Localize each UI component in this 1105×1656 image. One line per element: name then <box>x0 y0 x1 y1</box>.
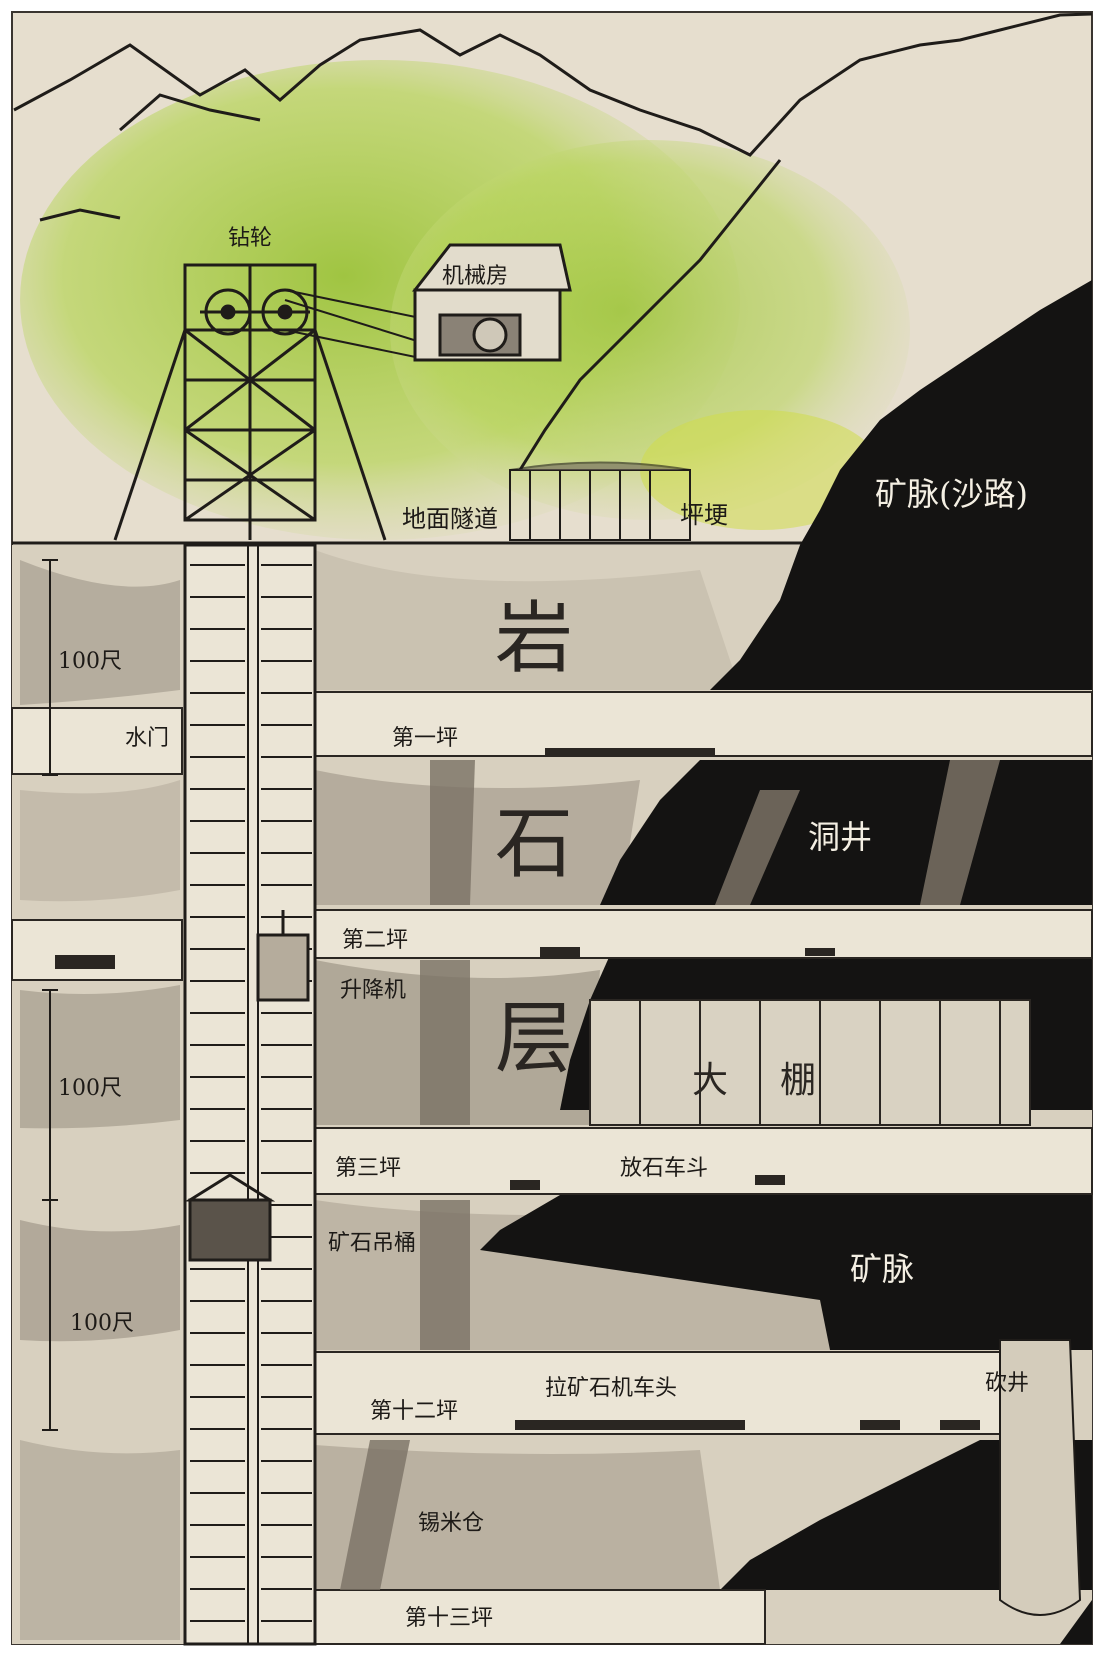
hoist-cables <box>284 289 431 361</box>
level-13-label: 第十三坪 <box>405 1606 493 1631</box>
mountain-lines <box>13 12 1093 471</box>
shaft-rungs <box>190 564 312 1622</box>
machine-room-label: 机械房 <box>442 264 508 289</box>
winding-wheel-label: 钻轮 <box>228 226 272 251</box>
rock-char-2: 石 <box>495 799 573 889</box>
distance-label-2: 100尺 <box>58 1076 122 1101</box>
big-shed-label-1: 大 <box>692 1060 728 1101</box>
tin-silo-label: 锡米仓 <box>418 1511 484 1536</box>
ore-cart-label: 放石车斗 <box>620 1156 708 1181</box>
rock-char-3: 层 <box>495 994 573 1084</box>
machine-room <box>411 243 572 362</box>
ore-chutes <box>340 760 1000 1590</box>
ore-vein-sand-label: 矿脉(沙路) <box>875 475 1028 513</box>
headframe-tower <box>113 263 387 541</box>
level-2-label: 第二坪 <box>342 928 408 953</box>
big-shed <box>589 999 1031 1126</box>
chop-well-label: 砍井 <box>985 1371 1029 1396</box>
distance-label-1: 100尺 <box>58 649 122 674</box>
chop-well <box>999 1339 1082 1616</box>
ore-bucket-label: 矿石吊桶 <box>328 1231 416 1256</box>
main-shaft <box>183 543 317 1646</box>
rock-char-1: 岩 <box>495 594 573 684</box>
surface-tunnel <box>509 461 691 541</box>
big-shed-label-2: 棚 <box>780 1060 816 1101</box>
hole-shaft-label: 洞井 <box>808 818 872 856</box>
ore-vein-label: 矿脉 <box>850 1250 914 1288</box>
level-3-label: 第三坪 <box>335 1156 401 1181</box>
level-12-label: 第十二坪 <box>370 1399 458 1424</box>
level-1-label: 第一坪 <box>392 726 458 751</box>
shaft-ladder <box>247 545 259 1644</box>
elevator-cage <box>256 910 310 1002</box>
locomotive-label: 拉矿石机车头 <box>545 1376 677 1401</box>
ore-bucket <box>184 1173 276 1262</box>
ground-tunnel-label: 地面隧道 <box>402 505 498 533</box>
mine-carts <box>55 748 980 1430</box>
distance-markers <box>42 559 58 1431</box>
elevator-label: 升降机 <box>340 978 406 1003</box>
pingeng-label: 坪埂 <box>680 501 728 529</box>
water-gate-label: 水门 <box>125 726 169 751</box>
distance-label-3: 100尺 <box>70 1311 134 1336</box>
